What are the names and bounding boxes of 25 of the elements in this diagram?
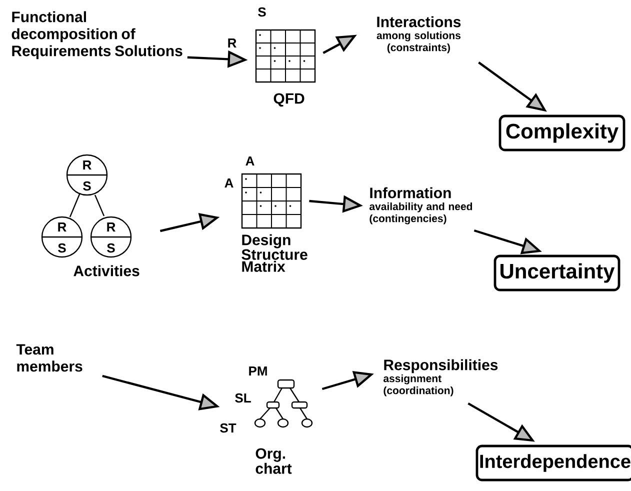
node-label: R [228,38,236,48]
blob-letter: R [107,222,116,232]
blob-letter: R [58,222,66,232]
blob-letter: S [83,181,91,191]
node-label: SL [235,393,251,403]
node-label: Design Structure Matrix [242,234,308,272]
outcome-box: Uncertainty [494,254,620,292]
blob-letter: R [83,160,92,170]
concept-text: Team members [16,344,82,372]
node-label: ST [220,423,236,433]
node-label: A [224,178,234,188]
node-label: A [246,156,254,166]
blob-letter: S [58,243,66,253]
node-label: Activities [74,265,140,276]
outcome-box: Interdependence [476,444,631,482]
outcome-box: Complexity [498,114,626,152]
concept-text: Information availability and need (contingencies) [370,187,472,224]
concept-text: Interactions among solutions (constraints) [376,16,461,54]
node-label: PM [249,366,267,376]
concept-text: Responsibilities assignment (coordination) [384,359,498,396]
node-label: QFD [274,93,304,107]
concept-text: Functional decomposition of Requirements Solutions [12,11,182,60]
node-label: Org. chart [256,448,292,474]
node-label: S [258,7,266,17]
blob-letter: S [107,243,115,253]
